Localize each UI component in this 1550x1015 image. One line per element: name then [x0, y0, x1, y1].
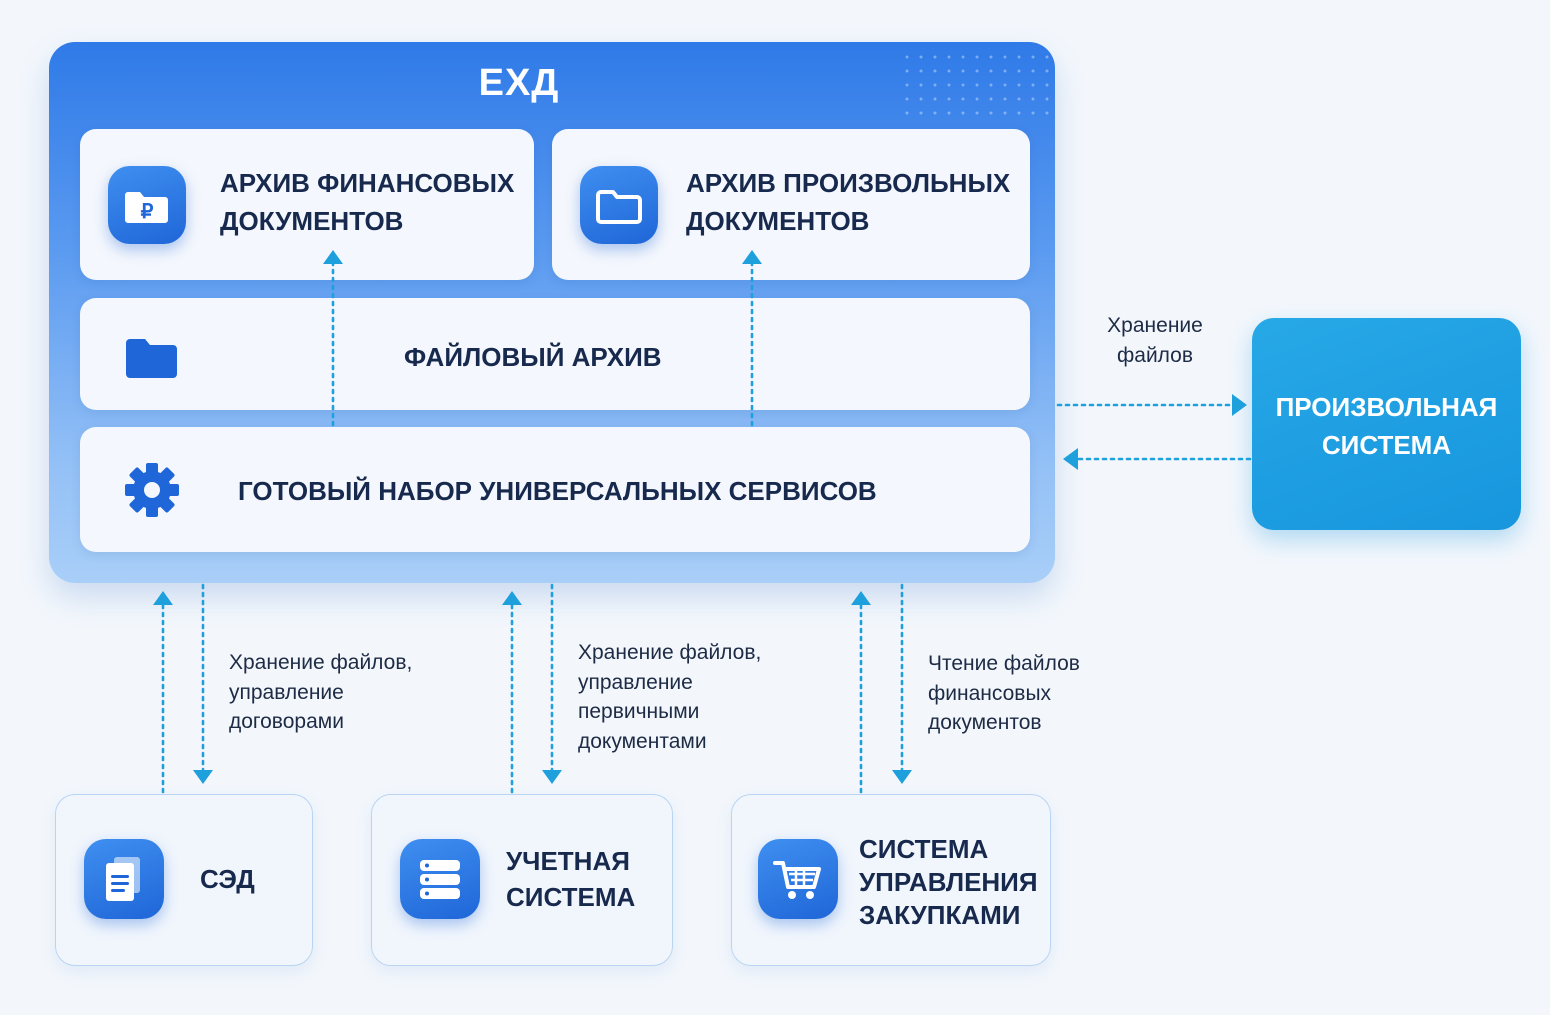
- free-archive-label-line1: АРХИВ ПРОИЗВОЛЬНЫХ: [686, 168, 1011, 198]
- procurement-label: СИСТЕМА УПРАВЛЕНИЯ ЗАКУПКАМИ: [859, 833, 1038, 932]
- fin-archive-label-line1: АРХИВ ФИНАНСОВЫХ: [220, 168, 515, 198]
- procurement-note-line3: документов: [928, 711, 1042, 734]
- procurement-note-line1: Чтение файлов: [928, 652, 1080, 675]
- exd-title: ЕХД: [478, 62, 560, 104]
- arrowhead-procurement-down: [892, 770, 912, 784]
- documents-icon: [84, 839, 164, 919]
- procurement-label-line1: СИСТЕМА: [859, 834, 989, 864]
- free-system-label-line2: СИСТЕМА: [1321, 430, 1452, 460]
- file-archive-label: ФАЙЛОВЫЙ АРХИВ: [404, 342, 662, 372]
- accounting-box[interactable]: УЧЕТНАЯ СИСТЕМА: [371, 794, 673, 966]
- free-system-box[interactable]: ПРОИЗВОЛЬНАЯ СИСТЕМА: [1252, 318, 1521, 530]
- sed-note-line1: Хранение файлов,: [229, 651, 413, 674]
- fin-archive-panel[interactable]: ₽ АРХИВ ФИНАНСОВЫХ ДОКУМЕНТОВ: [80, 129, 534, 280]
- accounting-note: Хранение файлов, управление первичными д…: [578, 638, 761, 756]
- accounting-label: УЧЕТНАЯ СИСТЕМА: [506, 843, 635, 915]
- free-system-note-line2: файлов: [1116, 343, 1193, 367]
- arrowhead-accounting-up: [502, 591, 522, 605]
- sed-box[interactable]: СЭД: [55, 794, 313, 966]
- procurement-note-line2: финансовых: [928, 681, 1052, 705]
- decorative-dot-pattern: [900, 50, 1050, 122]
- sed-note-line2: управление: [229, 680, 344, 704]
- accounting-note-line1: Хранение файлов,: [578, 641, 762, 664]
- free-system-note-line1: Хранение: [1107, 314, 1203, 337]
- free-archive-panel[interactable]: АРХИВ ПРОИЗВОЛЬНЫХ ДОКУМЕНТОВ: [552, 129, 1030, 280]
- procurement-note: Чтение файлов финансовых документов: [928, 649, 1080, 738]
- free-system-label-line1: ПРОИЗВОЛЬНАЯ: [1275, 392, 1498, 422]
- ruble-folder-icon: ₽: [108, 166, 186, 244]
- services-label: ГОТОВЫЙ НАБОР УНИВЕРСАЛЬНЫХ СЕРВИСОВ: [238, 476, 877, 506]
- shopping-cart-icon: [758, 839, 838, 919]
- arrowhead-procurement-up: [851, 591, 871, 605]
- accounting-note-line2: управление: [578, 670, 693, 694]
- fin-archive-label: АРХИВ ФИНАНСОВЫХ ДОКУМЕНТОВ: [220, 164, 514, 240]
- arrowhead-exd-right: [1063, 448, 1078, 470]
- arrowhead-sed-down: [193, 770, 213, 784]
- accounting-note-line4: документами: [578, 729, 707, 753]
- folder-icon: [126, 339, 177, 378]
- accounting-label-line1: УЧЕТНАЯ: [506, 846, 630, 876]
- ruble-glyph: ₽: [141, 201, 154, 223]
- procurement-label-line3: ЗАКУПКАМИ: [859, 900, 1021, 930]
- services-panel[interactable]: ГОТОВЫЙ НАБОР УНИВЕРСАЛЬНЫХ СЕРВИСОВ: [80, 427, 1030, 552]
- arrowhead-accounting-down: [542, 770, 562, 784]
- free-system-note: Хранение файлов: [1104, 311, 1206, 370]
- fin-archive-label-line2: ДОКУМЕНТОВ: [220, 206, 404, 236]
- folder-outline-icon: [580, 166, 658, 244]
- free-archive-label: АРХИВ ПРОИЗВОЛЬНЫХ ДОКУМЕНТОВ: [686, 164, 1010, 240]
- free-archive-label-line2: ДОКУМЕНТОВ: [686, 206, 870, 236]
- sed-label: СЭД: [200, 864, 255, 894]
- arrowhead-free-system: [1232, 394, 1247, 416]
- database-icon: [400, 839, 480, 919]
- accounting-note-line3: первичными: [578, 700, 700, 723]
- sed-note: Хранение файлов, управление договорами: [229, 648, 412, 737]
- arrowhead-sed-up: [153, 591, 173, 605]
- gear-icon: [125, 463, 179, 517]
- arrowhead-free-archive: [742, 250, 762, 264]
- free-system-label: ПРОИЗВОЛЬНАЯ СИСТЕМА: [1252, 388, 1521, 464]
- sed-note-line3: договорами: [229, 710, 344, 733]
- procurement-box[interactable]: СИСТЕМА УПРАВЛЕНИЯ ЗАКУПКАМИ: [731, 794, 1051, 966]
- arrowhead-fin-archive: [323, 250, 343, 264]
- file-archive-panel[interactable]: ФАЙЛОВЫЙ АРХИВ: [80, 298, 1030, 410]
- accounting-label-line2: СИСТЕМА: [506, 882, 636, 912]
- procurement-label-line2: УПРАВЛЕНИЯ: [859, 867, 1038, 897]
